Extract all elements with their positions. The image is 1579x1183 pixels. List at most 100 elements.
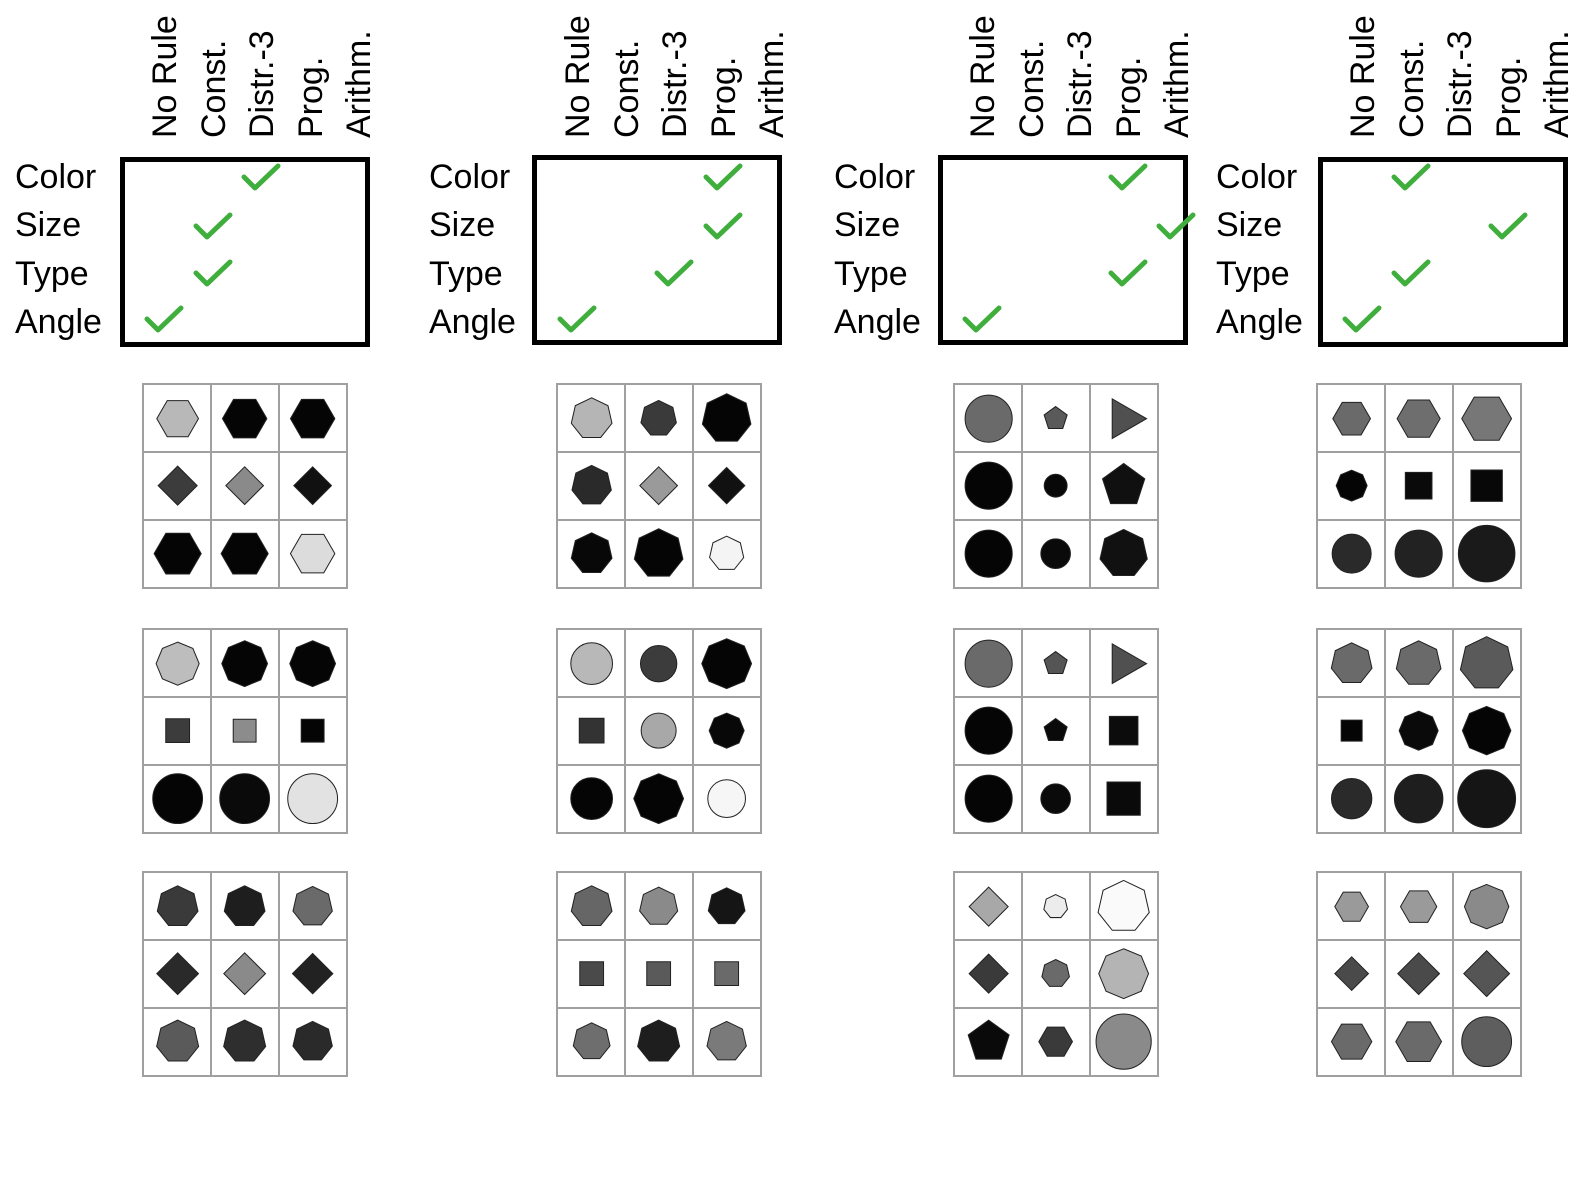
- hexagon-shape: [289, 398, 336, 439]
- grid-line: [210, 385, 213, 587]
- shape-matrix: [953, 383, 1159, 589]
- matrix-cell: [211, 940, 278, 1007]
- row-label: Angle: [429, 303, 516, 341]
- matrix-cell: [144, 630, 211, 697]
- matrix-cell: [558, 765, 625, 832]
- matrix-cell: [693, 765, 760, 832]
- grid-line: [1318, 696, 1520, 699]
- diamond-shape: [291, 953, 334, 995]
- matrix-cell: [693, 630, 760, 697]
- matrix-cell: [1385, 520, 1452, 587]
- matrix-cell: [1318, 940, 1385, 1007]
- circle-shape: [1040, 782, 1072, 814]
- heptagon-shape: [634, 527, 684, 577]
- matrix-cell: [625, 1008, 692, 1075]
- row-label: Size: [834, 206, 901, 244]
- matrix-cell: [1453, 1008, 1520, 1075]
- hexagon-shape: [222, 398, 268, 439]
- matrix-cell: [955, 940, 1022, 1007]
- diamond-shape: [968, 953, 1009, 995]
- heptagon-shape: [1099, 528, 1148, 576]
- matrix-cell: [1453, 452, 1520, 519]
- check-mark-icon: [1108, 259, 1148, 289]
- row-label: Color: [429, 158, 511, 196]
- matrix-cell: [144, 520, 211, 587]
- matrix-cell: [1385, 630, 1452, 697]
- shape-matrix: [953, 871, 1159, 1077]
- matrix-cell: [279, 630, 346, 697]
- matrix-cell: [625, 630, 692, 697]
- square-shape: [1405, 472, 1433, 500]
- column-header: Arithm.: [753, 30, 791, 138]
- heptagon-shape: [224, 885, 266, 926]
- diamond-shape: [223, 952, 267, 996]
- circle-shape: [1330, 777, 1373, 819]
- grid-line: [1021, 630, 1024, 832]
- matrix-cell: [211, 385, 278, 452]
- column-header: No Rule: [559, 15, 597, 138]
- hexagon-shape: [1332, 401, 1372, 436]
- column-header: Distr.-3: [1061, 30, 1099, 138]
- circle-shape: [1457, 524, 1516, 583]
- matrix-cell: [1022, 940, 1089, 1007]
- matrix-cell: [1022, 1008, 1089, 1075]
- octagon-shape: [1335, 469, 1368, 503]
- circle-shape: [1456, 768, 1516, 828]
- circle-shape: [964, 639, 1013, 688]
- row-label: Size: [15, 206, 82, 244]
- diamond-shape: [225, 466, 265, 506]
- matrix-cell: [1453, 940, 1520, 1007]
- check-mark-icon: [1156, 212, 1196, 242]
- matrix-cell: [1090, 1008, 1157, 1075]
- circle-shape: [640, 712, 677, 749]
- octagon-shape: [288, 640, 336, 688]
- heptagon-shape: [571, 465, 612, 505]
- heptagon-shape: [1097, 879, 1150, 931]
- matrix-cell: [693, 385, 760, 452]
- matrix-cell: [1090, 630, 1157, 697]
- matrix-cell: [1090, 697, 1157, 764]
- heptagon-shape: [570, 531, 613, 573]
- matrix-cell: [1318, 452, 1385, 519]
- rule-box: [532, 155, 782, 345]
- matrix-cell: [279, 520, 346, 587]
- grid-line: [1451, 385, 1454, 587]
- shape-matrix: [1316, 628, 1522, 834]
- matrix-cell: [1453, 385, 1520, 452]
- heptagon-shape: [1041, 959, 1071, 988]
- pentagon-shape: [967, 1019, 1010, 1060]
- circle-shape: [219, 772, 271, 824]
- matrix-cell: [625, 452, 692, 519]
- shape-matrix: [142, 628, 348, 834]
- grid-line: [558, 1006, 760, 1009]
- rule-box: [938, 155, 1188, 345]
- matrix-cell: [558, 940, 625, 1007]
- matrix-cell: [1090, 452, 1157, 519]
- matrix-cell: [144, 940, 211, 1007]
- pentagon-shape: [1101, 463, 1146, 505]
- check-mark-icon: [1488, 212, 1528, 242]
- shape-matrix: [1316, 871, 1522, 1077]
- heptagon-shape: [706, 1020, 747, 1060]
- grid-line: [277, 385, 280, 587]
- column-header: Arithm.: [1538, 30, 1576, 138]
- grid-line: [144, 1006, 346, 1009]
- check-mark-icon: [193, 212, 233, 242]
- grid-line: [144, 451, 346, 454]
- grid-line: [955, 518, 1157, 521]
- matrix-cell: [1385, 697, 1452, 764]
- grid-line: [1088, 385, 1091, 587]
- diamond-shape: [156, 952, 200, 996]
- circle-shape: [1394, 529, 1444, 578]
- circle-shape: [964, 394, 1013, 443]
- heptagon-shape: [156, 885, 199, 926]
- heptagon-shape: [1396, 640, 1442, 685]
- heptagon-shape: [292, 885, 333, 926]
- square-shape: [1340, 720, 1363, 742]
- grid-line: [144, 763, 346, 766]
- matrix-cell: [625, 385, 692, 452]
- matrix-cell: [1318, 765, 1385, 832]
- check-mark-icon: [1108, 163, 1148, 193]
